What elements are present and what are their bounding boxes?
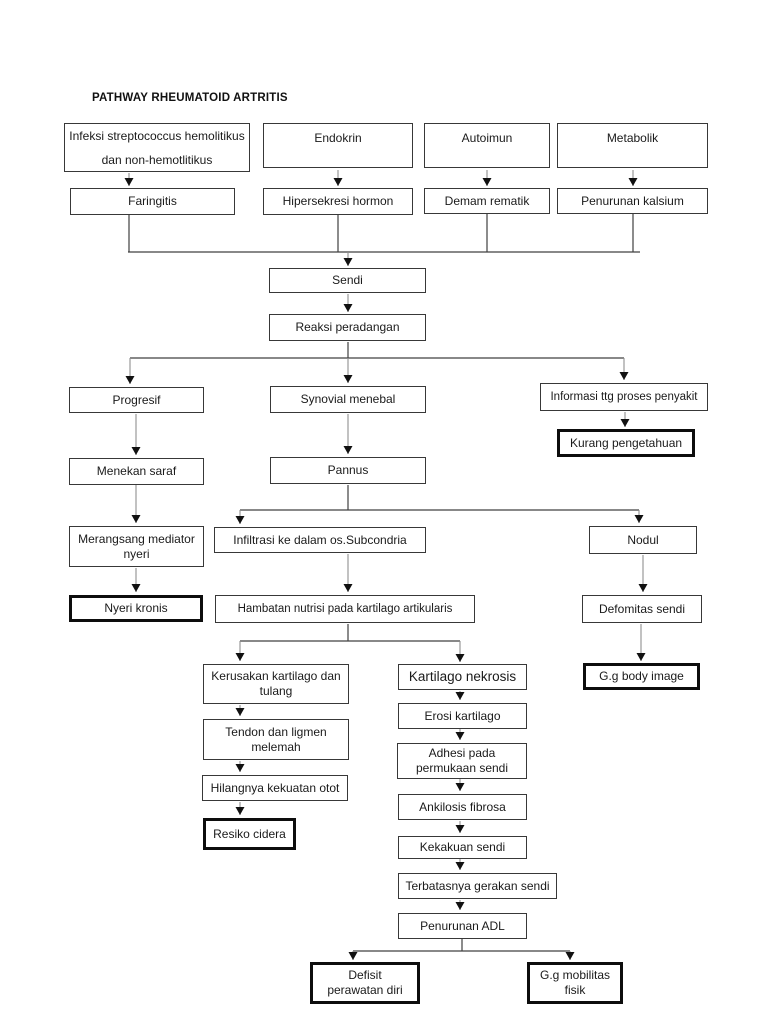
node-terbatasnya-gerakan-sendi: Terbatasnya gerakan sendi: [398, 873, 557, 899]
node-reaksi-peradangan: Reaksi peradangan: [269, 314, 426, 341]
node-metabolik: Metabolik: [557, 123, 708, 168]
node-hipersekresi-hormon: Hipersekresi hormon: [263, 188, 413, 215]
node-informasi-proses-penyakit: Informasi ttg proses penyakit: [540, 383, 708, 411]
node-kartilago-nekrosis: Kartilago nekrosis: [398, 664, 527, 690]
node-kerusakan-kartilago-tulang: Kerusakan kartilago dan tulang: [203, 664, 349, 704]
node-demam-rematik: Demam rematik: [424, 188, 550, 214]
node-penurunan-kalsium: Penurunan kalsium: [557, 188, 708, 214]
node-nodul: Nodul: [589, 526, 697, 554]
node-faringitis: Faringitis: [70, 188, 235, 215]
node-ankilosis-fibrosa: Ankilosis fibrosa: [398, 794, 527, 820]
node-pannus: Pannus: [270, 457, 426, 484]
node-penurunan-adl: Penurunan ADL: [398, 913, 527, 939]
node-gg-mobilitas-fisik: G.g mobilitas fisik: [527, 962, 623, 1004]
node-endokrin: Endokrin: [263, 123, 413, 168]
node-nyeri-kronis: Nyeri kronis: [69, 595, 203, 622]
node-kurang-pengetahuan: Kurang pengetahuan: [557, 429, 695, 457]
node-adhesi-permukaan-sendi: Adhesi pada permukaan sendi: [397, 743, 527, 779]
node-infiltrasi-subcondria: Infiltrasi ke dalam os.Subcondria: [214, 527, 426, 553]
page-title: PATHWAY RHEUMATOID ARTRITIS: [92, 92, 288, 104]
node-merangsang-mediator-nyeri: Merangsang mediator nyeri: [69, 526, 204, 567]
node-menekan-saraf: Menekan saraf: [69, 458, 204, 485]
node-infeksi-streptococcus: Infeksi streptococcus hemolitikus dan no…: [64, 123, 250, 172]
node-resiko-cidera: Resiko cidera: [203, 818, 296, 850]
node-erosi-kartilago: Erosi kartilago: [398, 703, 527, 729]
node-hambatan-nutrisi: Hambatan nutrisi pada kartilago artikula…: [215, 595, 475, 623]
node-kekakuan-sendi: Kekakuan sendi: [398, 836, 527, 859]
node-synovial-menebal: Synovial menebal: [270, 386, 426, 413]
node-defisit-perawatan-diri: Defisit perawatan diri: [310, 962, 420, 1004]
node-autoimun: Autoimun: [424, 123, 550, 168]
node-progresif: Progresif: [69, 387, 204, 413]
node-sendi: Sendi: [269, 268, 426, 293]
node-gg-body-image: G.g body image: [583, 663, 700, 690]
node-hilangnya-kekuatan-otot: Hilangnya kekuatan otot: [202, 775, 348, 801]
node-tendon-ligmen-melemah: Tendon dan ligmen melemah: [203, 719, 349, 760]
node-defomitas-sendi: Defomitas sendi: [582, 595, 702, 623]
